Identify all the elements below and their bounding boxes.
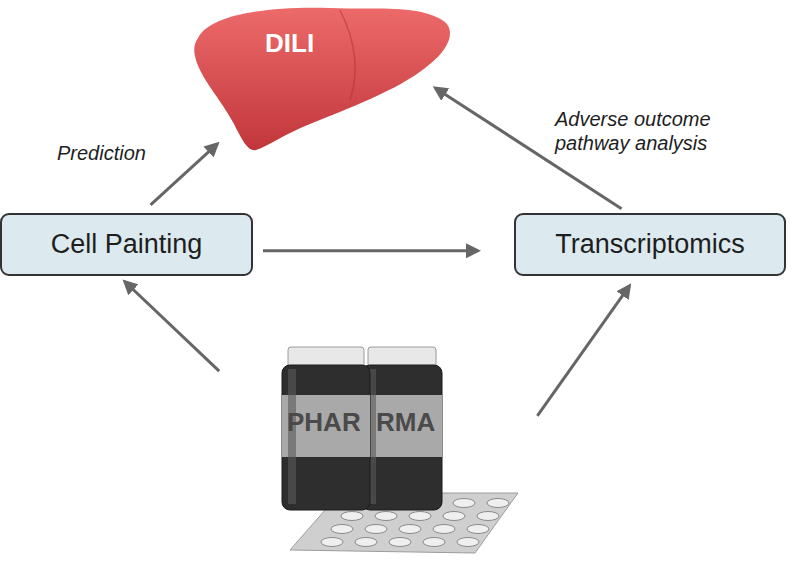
arrow-connector xyxy=(537,286,629,416)
arrow-connector xyxy=(263,249,478,252)
liver-lobe-line xyxy=(340,10,355,100)
process-box: Cell Painting xyxy=(0,213,253,276)
pharma-illustration xyxy=(270,345,520,557)
medicine-bottle xyxy=(362,347,442,510)
box-label: Cell Painting xyxy=(51,229,203,260)
organ-label: DILI xyxy=(265,28,314,59)
edge-label: Prediction xyxy=(55,140,148,166)
box-label: Transcriptomics xyxy=(555,229,745,260)
liver-outline xyxy=(194,8,450,151)
bottle-label: RMA xyxy=(376,407,435,438)
bottle-label: PHAR xyxy=(287,407,361,438)
edge-label: Adverse outcome pathway analysis xyxy=(553,106,747,156)
pharma-node: PHAR RMA xyxy=(270,345,520,557)
medicine-bottle xyxy=(282,347,370,510)
arrow-connector xyxy=(151,144,218,205)
liver-node: DILI xyxy=(190,0,455,152)
liver-shape xyxy=(190,0,455,152)
arrow-connector xyxy=(125,282,219,372)
process-box: Transcriptomics xyxy=(514,213,786,276)
